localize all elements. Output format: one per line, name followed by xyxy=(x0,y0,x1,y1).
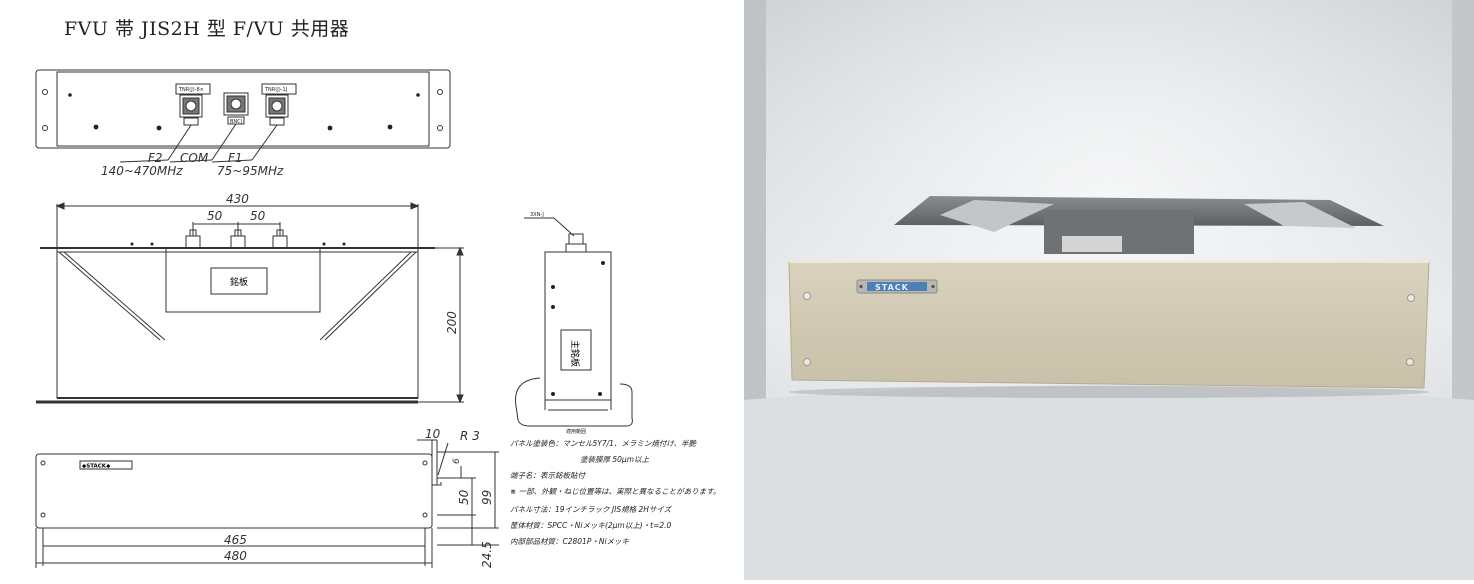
panel-outline xyxy=(35,453,433,529)
dim-depth: 200 xyxy=(445,311,459,334)
f1-freq: 75~95MHz xyxy=(217,164,284,178)
dim-radius: R 3 xyxy=(460,429,480,443)
main-plate-label: 主銘板 xyxy=(569,340,581,367)
port-f2-tag xyxy=(175,83,211,95)
port-com-connector xyxy=(223,92,249,116)
dim-spacing-left: 50 xyxy=(207,209,223,223)
port-f1-connector xyxy=(265,94,289,118)
front-panel-body xyxy=(56,71,430,147)
mount-label: 適用範囲 xyxy=(566,428,586,435)
logo-plate xyxy=(79,460,133,470)
product-photo: STACK xyxy=(744,0,1474,580)
panel-view xyxy=(35,439,499,568)
nameplate-label: 銘板 xyxy=(230,276,248,288)
spec-notes: パネル塗装色：マンセル5Y7/1、メラミン焼付け、半艶 塗装膜厚 50μm以上 … xyxy=(510,439,720,546)
main-plate-box xyxy=(560,329,592,371)
dim-spacing-right: 50 xyxy=(250,209,266,223)
brand-text: STACK xyxy=(875,283,909,292)
nameplate-box xyxy=(210,267,268,295)
front-view xyxy=(35,69,451,163)
note-line: 筐体材質：SPCC・Niメッキ(2μm以上)・t=2.0 xyxy=(510,521,672,530)
com-label: COM xyxy=(180,151,209,165)
f1-label: F1 xyxy=(228,151,243,165)
dim-bottom: 24.5 xyxy=(480,541,494,568)
top-view xyxy=(36,202,464,404)
panel-logo-text: ◆STACK◆ xyxy=(82,464,111,470)
dim-total-width: 480 xyxy=(224,549,247,563)
connector-label: 3XN-J xyxy=(530,212,544,218)
front-panel-outline xyxy=(35,69,451,149)
side-view xyxy=(515,217,633,427)
dim-width: 430 xyxy=(226,192,249,206)
note-line: 内部部品材質：C2801P・Niメッキ xyxy=(510,537,630,546)
photo-canvas: STACK xyxy=(744,0,1474,580)
page-title: FVU 帯 JIS2H 型 F/VU 共用器 xyxy=(64,18,350,40)
note-line: 端子名：表示銘板貼付 xyxy=(510,471,586,480)
port-f2-connector xyxy=(179,94,203,118)
note-line: パネル寸法：19インチラック JIS規格 2Hサイズ xyxy=(510,505,673,514)
note-line: 塗装膜厚 50μm以上 xyxy=(580,455,650,464)
dim-hole-spacing: 50 xyxy=(457,489,471,505)
port-f1-tag-text: TNR(J)-1J xyxy=(264,87,287,93)
f2-freq: 140~470MHz xyxy=(101,164,183,178)
technical-drawing: FVU 帯 JIS2H 型 F/VU 共用器 xyxy=(35,18,721,568)
note-line: パネル塗装色：マンセル5Y7/1、メラミン焼付け、半艶 xyxy=(510,439,698,448)
dim-hole-offset: 6 xyxy=(452,458,462,464)
dim-height: 99 xyxy=(480,490,494,505)
device-chassis: STACK xyxy=(788,196,1430,398)
port-com-tag-text: BNCJ xyxy=(230,119,242,125)
dim-panel-width: 465 xyxy=(224,533,247,547)
port-f1-tag xyxy=(261,83,297,95)
note-line: ※ 一部、外観・ねじ位置等は、実際と異なることがあります。 xyxy=(510,487,720,496)
port-f2-tag-text: TNR(J)-8× xyxy=(178,87,204,93)
f2-label: F2 xyxy=(148,151,163,165)
drawing-canvas: TNR(J)-8× BNCJ TNR(J)-1J F2 COM F1 140~4… xyxy=(35,69,720,568)
dim-flange: 10 xyxy=(425,427,441,441)
